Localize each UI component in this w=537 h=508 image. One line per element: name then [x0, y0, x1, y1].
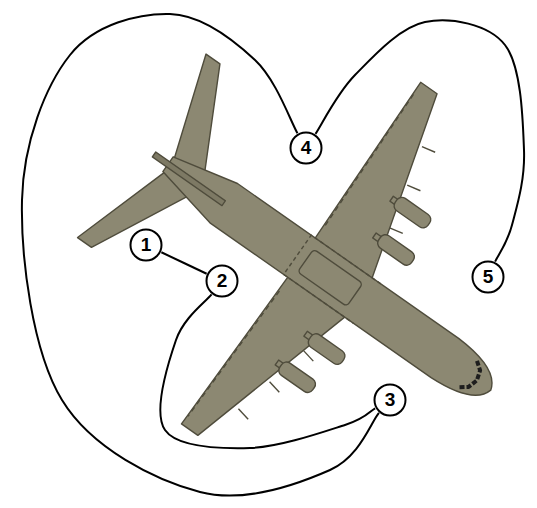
connector-curve	[161, 252, 206, 273]
callout-number: 2	[205, 264, 239, 298]
connector-line	[161, 252, 206, 273]
callout-number: 1	[129, 228, 163, 262]
connector-line	[160, 294, 375, 448]
connector-line	[315, 20, 524, 261]
callout-circle: 2	[205, 264, 239, 298]
callout-number: 4	[289, 131, 323, 165]
callout-circle: 5	[471, 260, 505, 294]
connector-line	[22, 14, 379, 496]
connector-curve	[160, 294, 375, 448]
callout-circle: 1	[129, 228, 163, 262]
callout-number: 3	[373, 383, 407, 417]
callout-number: 5	[471, 260, 505, 294]
callout-circle: 4	[289, 131, 323, 165]
connector-curve	[315, 20, 524, 261]
callout-circle: 3	[373, 383, 407, 417]
connector-curve	[22, 14, 379, 496]
